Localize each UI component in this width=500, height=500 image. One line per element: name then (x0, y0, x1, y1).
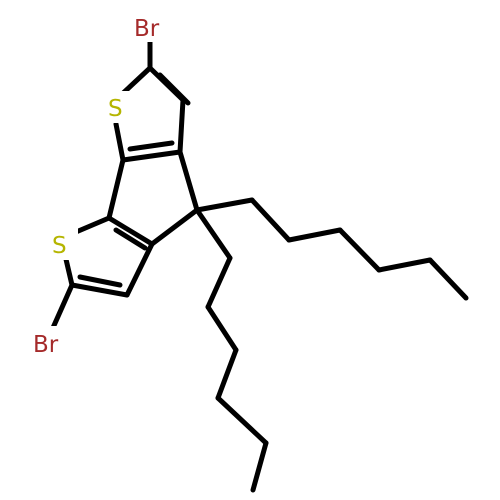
bond-hexyl1-c6 (427, 257, 469, 301)
bond-hexyl2-c1 (194, 207, 233, 261)
bond-cbr-bottom-to-br (49, 282, 75, 333)
bond-hexyl2-c2 (205, 255, 233, 310)
bond-hexyl2-c5 (215, 395, 269, 446)
bond-c-top-to-c3a (177, 97, 186, 155)
bond-c6a-to-c6b (106, 157, 126, 221)
bond-hexyl2-c6 (250, 440, 269, 493)
bonds (49, 35, 469, 493)
bond-c3a-to-cq (177, 149, 200, 213)
bond-c6a-to-s-top (113, 121, 126, 163)
bond-c3b-to-c-bottom (124, 241, 155, 298)
bond-hexyl2-c3 (205, 304, 239, 353)
bond-hexyl1-c5 (376, 257, 433, 273)
bond-s-bottom-to-c6b (73, 215, 112, 235)
sulfur-top-label: S (108, 96, 123, 122)
sulfur-bottom-label: S (52, 233, 67, 259)
bond-c-bottom-double-inner (77, 274, 123, 288)
bond-c-bottom-to-cbr-bottom (69, 282, 130, 298)
bond-cq-to-c3b (149, 207, 200, 247)
bond-c6b-to-c3b (106, 215, 155, 247)
bond-hexyl2-c4 (215, 347, 239, 401)
bond-hexyl1-c4 (337, 227, 382, 273)
bond-c6b-c3b-double-inner (113, 227, 148, 251)
bond-c3a-c6a-double-inner (127, 140, 175, 152)
bond-hexyl1-c3 (286, 227, 343, 243)
bromine-top-label: Br (134, 16, 160, 42)
bond-hexyl1-c2 (249, 197, 292, 243)
bromine-bottom-label: Br (33, 332, 59, 358)
atom-labels: S S Br Br (30, 12, 172, 358)
bond-c3a-to-c6a (120, 149, 183, 163)
bond-hexyl1-c1 (194, 197, 255, 213)
